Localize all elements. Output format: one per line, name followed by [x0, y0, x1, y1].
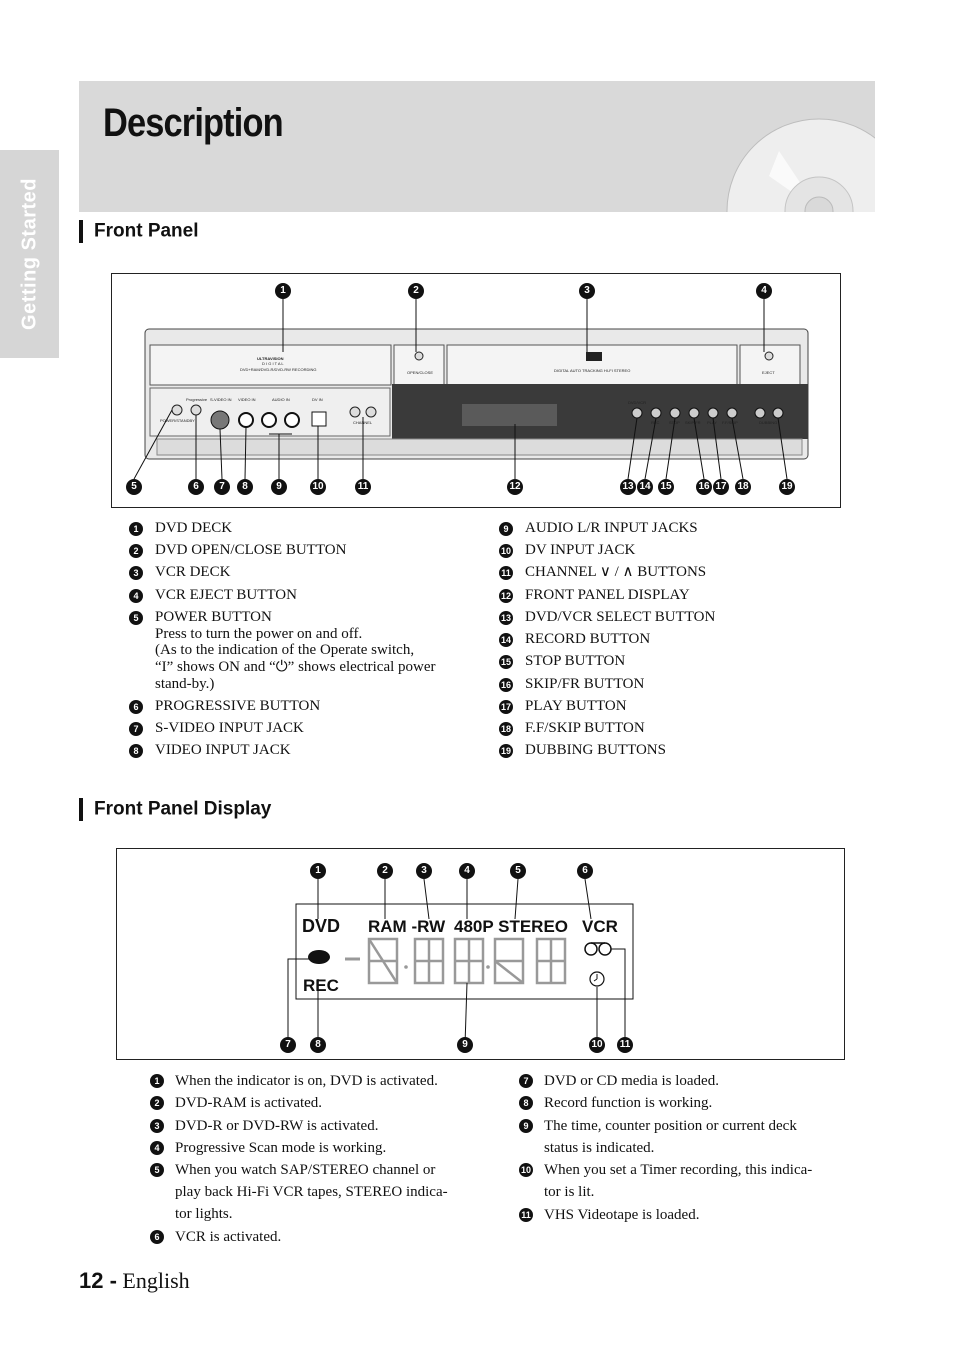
skip-fr-label: SKIP/FR [685, 420, 701, 425]
callout-16: 16 [696, 479, 712, 495]
callout-6: 6 [188, 479, 204, 495]
display-callout-11: 11 [617, 1037, 633, 1053]
power-note-line: (As to the indication of the Operate swi… [155, 642, 415, 658]
side-tab-label: Getting Started [18, 178, 41, 330]
display-callout-5: 5 [510, 863, 526, 879]
video-label: VIDEO IN [238, 397, 256, 402]
lcd-dvd: DVD [302, 916, 340, 936]
display-illustration: DVD RAM -RW 480P STEREO VCR REC [287, 878, 634, 1046]
display-callout-9: 9 [457, 1037, 473, 1053]
list-item: 10 When you set a Timer recording, this … [519, 1162, 813, 1200]
callout-17: 17 [713, 479, 729, 495]
callout-3: 3 [579, 283, 595, 299]
svideo-label: S-VIDEO IN [210, 397, 232, 402]
callout-8: 8 [237, 479, 253, 495]
page-number: 12 - [79, 1268, 117, 1293]
section-heading-front-panel-display: Front Panel Display [79, 798, 271, 821]
lcd-480p-stereo: 480P STEREO [454, 917, 568, 936]
callout-9: 9 [271, 479, 287, 495]
side-tab: Getting Started [0, 150, 59, 358]
lcd-vcr: VCR [582, 917, 618, 936]
page-language: English [122, 1268, 190, 1293]
dvd-vcr-label: DVD/VCR [628, 400, 646, 405]
eject-label: EJECT [762, 370, 775, 375]
callout-2: 2 [408, 283, 424, 299]
lcd-ram-rw: RAM -RW [368, 917, 446, 936]
dv-in-label: DV IN [312, 397, 323, 402]
open-close-label: OPEN/CLOSE [407, 370, 433, 375]
callout-7: 7 [214, 479, 230, 495]
callout-19: 19 [779, 479, 795, 495]
heading-bar [79, 798, 83, 821]
front-panel-figure: ULTRAVISION D I G I T A L DVD+RAM/DVD-R/… [111, 273, 841, 508]
play-label: PLAY [707, 420, 717, 425]
dubbing-label: DUBBING [759, 420, 777, 425]
power-note-line: stand-by.) [155, 676, 215, 692]
audio-label: AUDIO IN [272, 397, 290, 402]
heading-bar [79, 220, 83, 243]
section-heading-front-panel: Front Panel [79, 220, 199, 243]
display-callout-2: 2 [377, 863, 393, 879]
ff-skip-label: F.F/SKIP [722, 420, 738, 425]
callout-5: 5 [126, 479, 142, 495]
disc-graphic [726, 118, 875, 212]
lcd-rec: REC [303, 976, 339, 995]
display-callout-7: 7 [280, 1037, 296, 1053]
display-callout-8: 8 [310, 1037, 326, 1053]
callout-11: 11 [355, 479, 371, 495]
display-callout-1: 1 [310, 863, 326, 879]
dvd-ram-label: DVD+RAM/DVD-R/DVD-RW RECORDING [240, 367, 316, 372]
callout-4: 4 [756, 283, 772, 299]
list-item: 9 The time, counter position or current … [519, 1115, 849, 1159]
page-footer: 12 - English [79, 1268, 190, 1294]
brand-label: ULTRAVISION [257, 356, 284, 361]
callout-10: 10 [310, 479, 326, 495]
brand-sub-label: D I G I T A L [262, 361, 284, 366]
power-note-line: “I” shows ON and “⏻” shows electrical po… [155, 659, 436, 675]
callout-18: 18 [735, 479, 751, 495]
power-note-line: Press to turn the power on and off. [155, 626, 363, 642]
callout-12: 12 [507, 479, 523, 495]
display-callout-6: 6 [577, 863, 593, 879]
callout-13: 13 [620, 479, 636, 495]
timer-clock-icon [589, 971, 605, 987]
display-callout-10: 10 [589, 1037, 605, 1053]
disc-icon [308, 950, 330, 964]
page-title: Description [103, 101, 284, 145]
power-label: POWER/STANDBY [160, 418, 195, 423]
callout-14: 14 [637, 479, 653, 495]
callout-1: 1 [275, 283, 291, 299]
list-item: 5 When you watch SAP/STEREO channel or p… [150, 1159, 480, 1225]
seven-segment-digits [367, 937, 567, 985]
callout-15: 15 [658, 479, 674, 495]
vhs-label: DIGITAL AUTO TRACKING HI-FI STEREO [554, 368, 630, 373]
front-panel-display-figure: DVD RAM -RW 480P STEREO VCR REC [116, 848, 845, 1060]
front-panel-illustration: ULTRAVISION D I G I T A L DVD+RAM/DVD-R/… [133, 299, 809, 480]
title-banner: Description [79, 81, 875, 212]
progressive-label: Progressive [186, 397, 208, 402]
display-callout-4: 4 [459, 863, 475, 879]
display-callout-3: 3 [416, 863, 432, 879]
